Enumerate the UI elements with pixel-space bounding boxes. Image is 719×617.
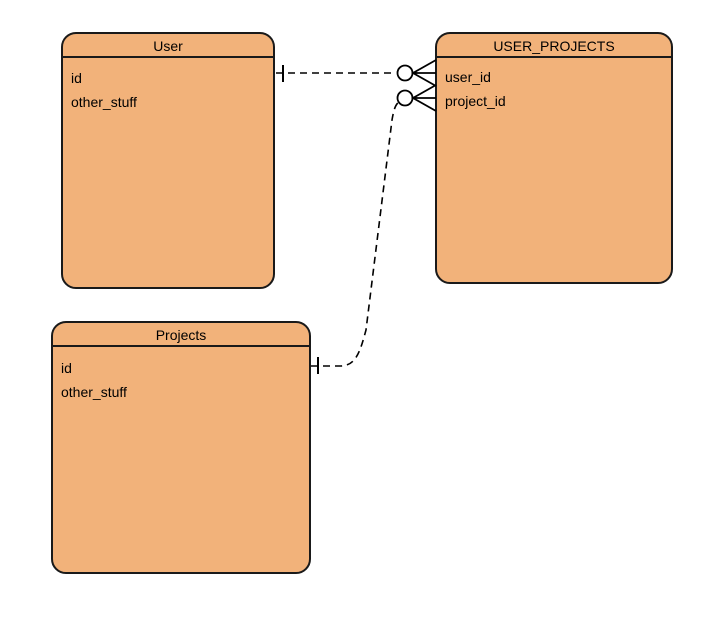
entity-projects-body [51, 321, 311, 574]
entity-user[interactable]: User id other_stuff [61, 32, 275, 289]
entity-user-projects-body [435, 32, 673, 284]
entity-user-projects-title: USER_PROJECTS [493, 38, 614, 54]
crow-foot-user [411, 59, 437, 87]
entity-user-projects-field-0: user_id [445, 69, 491, 85]
entity-projects-field-1: other_stuff [61, 384, 127, 400]
relationship-user-to-user-projects[interactable] [276, 59, 437, 87]
cardinality-zero-circle-user [396, 64, 414, 82]
relationship-projects-to-user-projects[interactable] [311, 84, 437, 374]
entity-user-projects-field-1: project_id [445, 93, 506, 109]
entity-user-field-0: id [71, 70, 82, 86]
entity-projects-field-0: id [61, 360, 72, 376]
entity-projects-title: Projects [156, 327, 207, 343]
entity-user-body [61, 32, 275, 289]
entity-user-projects[interactable]: USER_PROJECTS user_id project_id [435, 32, 673, 284]
entity-user-field-1: other_stuff [71, 94, 137, 110]
connector-line-projects [311, 101, 400, 367]
crow-foot-projects [411, 84, 437, 112]
entity-projects[interactable]: Projects id other_stuff [51, 321, 311, 574]
cardinality-zero-circle-projects [396, 89, 414, 107]
entity-user-title: User [153, 38, 183, 54]
